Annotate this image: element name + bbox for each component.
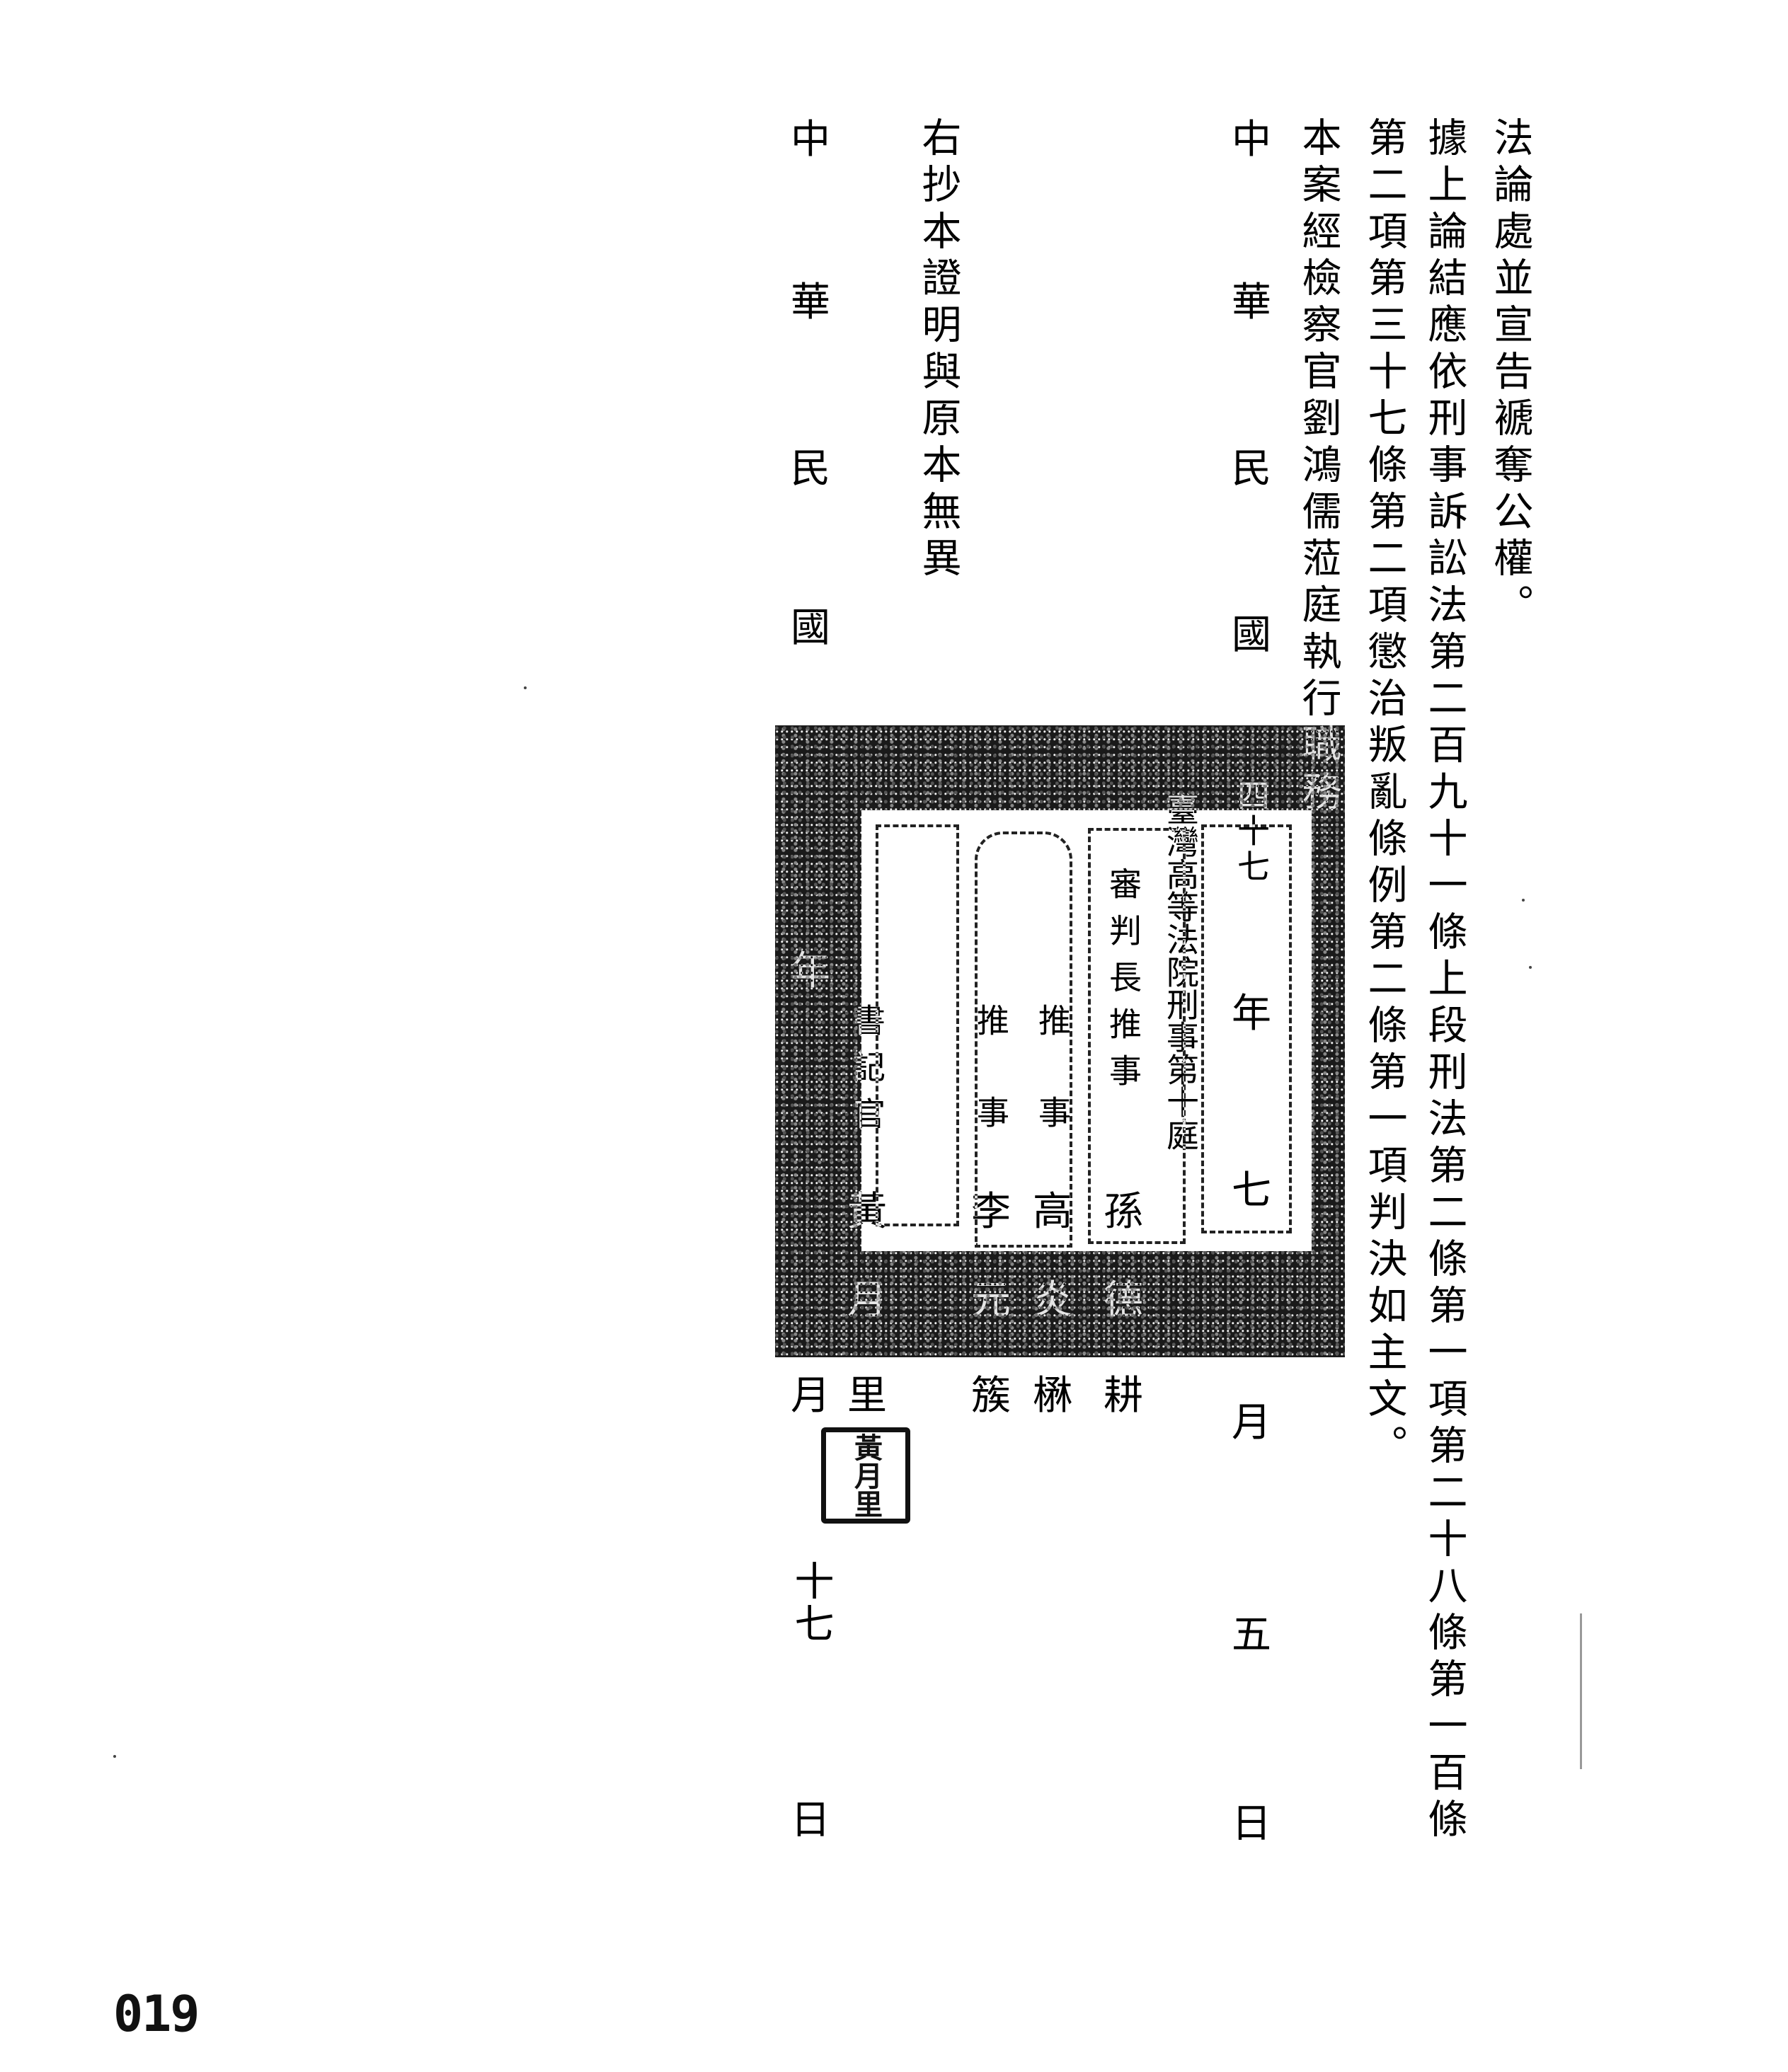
- text-line-1: 法論處並宣告褫奪公權。: [1487, 117, 1533, 631]
- date-char: 月: [1232, 1400, 1271, 1446]
- date-char: 日: [791, 1797, 830, 1843]
- date-char: 年: [1232, 991, 1271, 1037]
- court-seal-stamp: [775, 725, 1345, 1357]
- signer-name-char: 元: [971, 1277, 1011, 1323]
- signer-name-char: 簇: [971, 1373, 1011, 1419]
- signer-name-char: 孫: [1104, 1189, 1143, 1235]
- date-char: 民: [1232, 446, 1271, 492]
- date-char: 民: [791, 446, 830, 492]
- date-year: 四十七: [1232, 778, 1271, 885]
- scan-edge-line: [1580, 1613, 1582, 1769]
- date-char: 日: [1232, 1801, 1271, 1847]
- date-char: 中: [791, 117, 830, 163]
- scan-speck: [1522, 899, 1525, 902]
- date-day: 十七: [788, 1560, 834, 1645]
- signer-name-char: 楙: [1033, 1373, 1072, 1419]
- seal-inner-field: [861, 810, 1312, 1251]
- date-day: 五: [1232, 1612, 1271, 1658]
- text-line-3: 第二項第三十七條第二項懲治叛亂條例第二條第一項判決如主文。: [1361, 117, 1407, 1471]
- court-name: 臺灣高等法院刑事第十庭: [1162, 793, 1200, 1151]
- certification-text: 右抄本證明與原本無異: [915, 117, 961, 584]
- text-line-4: 本案經檢察官劉鴻儒蒞庭執行職務: [1295, 117, 1341, 817]
- date-char: 國: [1232, 612, 1271, 658]
- date-char: 華: [1232, 280, 1271, 326]
- clerk-seal-stamp: 黃月里: [821, 1427, 910, 1524]
- date-char: 中: [1232, 117, 1271, 163]
- signer-title: 推事: [972, 1003, 1010, 1187]
- text-line-2: 據上論結應依刑事訴訟法第二百九十一條上段刑法第二條第一項第二十八條第一百條: [1421, 117, 1467, 1845]
- signer-name-char: 德: [1104, 1277, 1143, 1323]
- signer-name-char: 炎: [1033, 1277, 1072, 1323]
- date-char: 國: [791, 605, 830, 651]
- date-char: 月: [791, 1373, 830, 1419]
- scan-speck: [524, 686, 527, 689]
- signer-name-char: 李: [971, 1189, 1011, 1235]
- date-char: 華: [791, 280, 830, 326]
- signer-name-char: 黃: [847, 1189, 887, 1235]
- signer-title: 書記官: [848, 1003, 886, 1144]
- signer-name-char: 高: [1033, 1189, 1072, 1235]
- scan-speck: [1529, 966, 1532, 969]
- signer-title: 審判長推事: [1104, 867, 1142, 1100]
- signer-name-char: 耕: [1104, 1373, 1143, 1419]
- signer-name-char: 里: [847, 1373, 887, 1419]
- signer-name-char: 月: [847, 1277, 887, 1323]
- date-char: 年: [791, 948, 830, 994]
- date-month: 七: [1232, 1168, 1271, 1214]
- scan-speck: [113, 1755, 116, 1758]
- signer-title: 推事: [1033, 1003, 1072, 1187]
- page-number: 019: [113, 1985, 200, 2043]
